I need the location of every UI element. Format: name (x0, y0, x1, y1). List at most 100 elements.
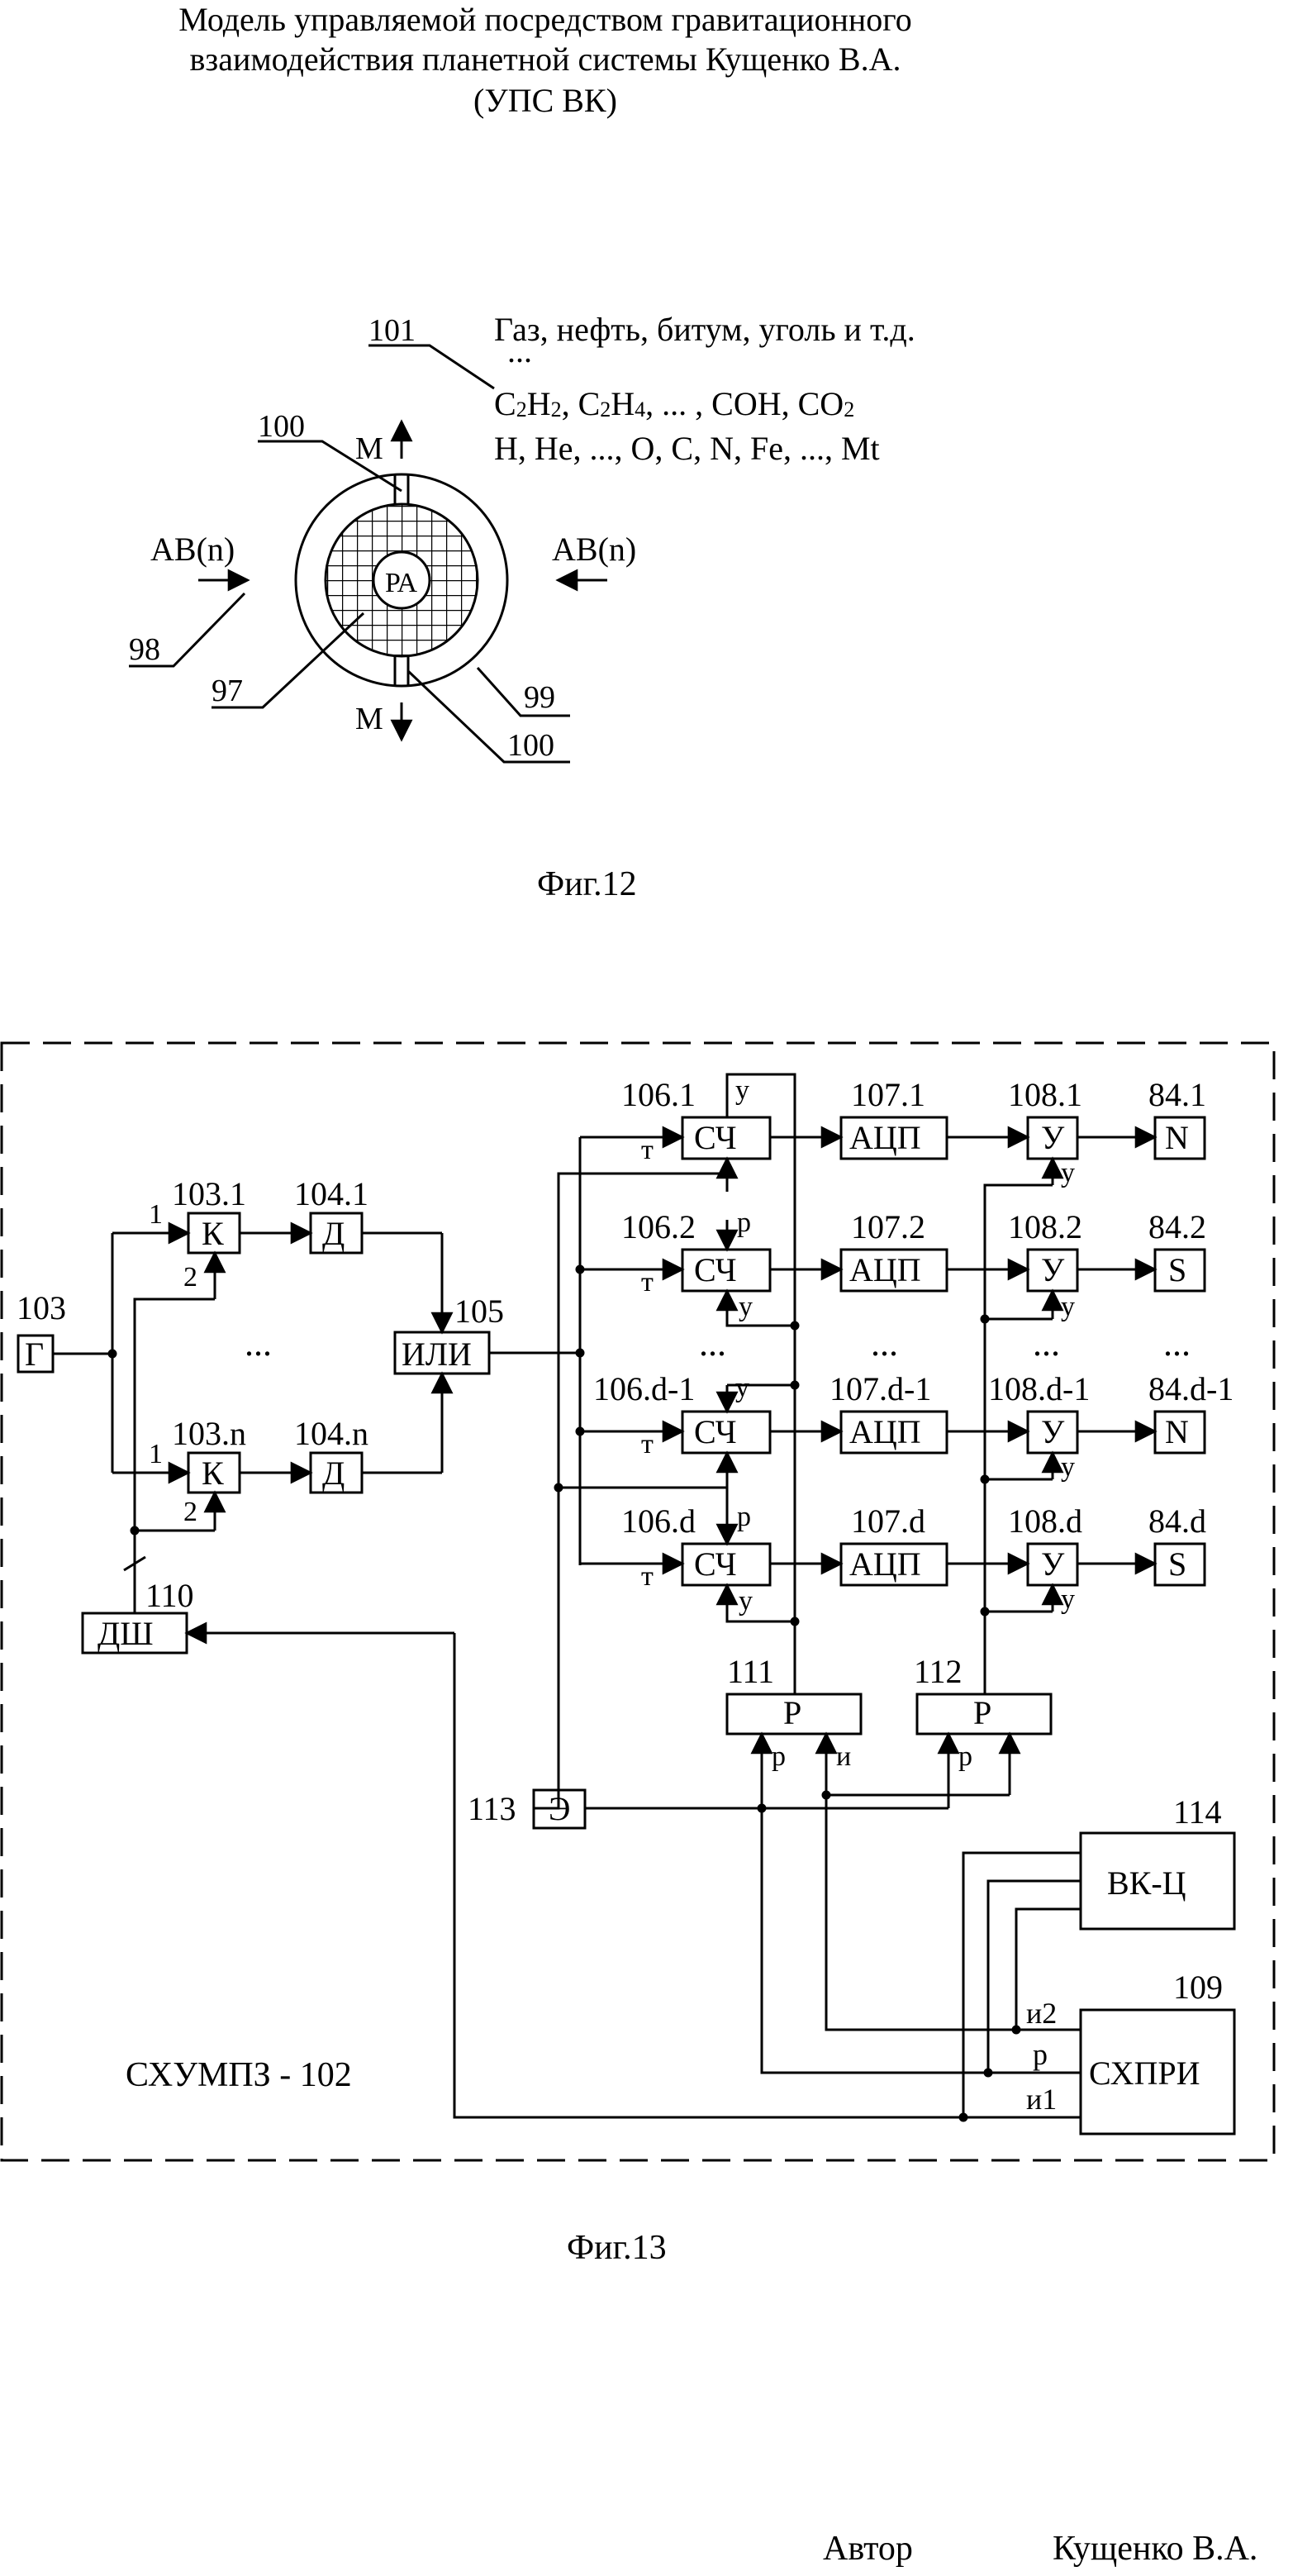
key-n-label: К (202, 1455, 224, 1492)
output-d-1-ref: 84.d-1 (1148, 1370, 1234, 1407)
key-1-label: К (202, 1215, 224, 1252)
output-d-label: S (1168, 1545, 1186, 1583)
register-112-label: Р (973, 1694, 991, 1731)
adc-column-ellipsis: ... (871, 1323, 898, 1364)
counter-d-1-ref: 106.d-1 (593, 1370, 695, 1407)
output-1-ref: 84.1 (1148, 1076, 1206, 1113)
shpri-port-i2: и2 (1026, 1997, 1057, 2030)
author-label: Автор (823, 2530, 913, 2568)
output-d-1-label: N (1165, 1413, 1189, 1450)
counter-d-1-label: СЧ (694, 1413, 737, 1450)
amp-d-1-label: У (1041, 1413, 1065, 1450)
av-label-right: АВ(n) (552, 531, 636, 568)
counter-2-t-port: т (641, 1267, 654, 1298)
av-label-left: АВ(n) (150, 531, 235, 568)
adc-1-ref: 107.1 (851, 1076, 925, 1113)
leader-98 (129, 592, 246, 668)
document-title-line-2: взаимодействия планетной системы Кущенко… (189, 40, 901, 78)
amp-column-ellipsis: ... (1033, 1323, 1060, 1364)
vkc-label: ВК-Ц (1107, 1864, 1186, 1902)
counter-1-top-port: у (735, 1075, 749, 1106)
register-111-port-i: и (836, 1741, 851, 1772)
adc-d-label: АЦП (849, 1545, 921, 1583)
mass-label-top: М (355, 431, 383, 466)
mass-label-bottom: М (355, 702, 383, 736)
divider-1-ref: 104.1 (294, 1175, 368, 1212)
key-n-ref: 103.n (172, 1415, 246, 1452)
leader-100-bottom (406, 669, 570, 764)
element-113-label: Э (549, 1790, 570, 1827)
shpri-label: СХПРИ (1089, 2055, 1200, 2092)
amp-d-1-ref: 108.d-1 (988, 1370, 1090, 1407)
adc-d-ref: 107.d (851, 1502, 925, 1540)
leader-100-top (258, 440, 402, 493)
key-1-ref: 103.1 (172, 1175, 246, 1212)
adc-1-label: АЦП (849, 1119, 921, 1156)
leader-101 (368, 344, 495, 390)
output-2-ref: 84.2 (1148, 1208, 1206, 1245)
element-113-ref: 113 (468, 1790, 516, 1827)
ref-100-bottom: 100 (507, 728, 554, 763)
document-title-line-1: Модель управляемой посредством гравитаци… (178, 1, 912, 38)
counter-d-1-t-port: т (641, 1429, 654, 1459)
amp-1-ref: 108.1 (1008, 1076, 1082, 1113)
counter-2-label: СЧ (694, 1251, 737, 1288)
adc-2-ref: 107.2 (851, 1208, 925, 1245)
amp-d-port: у (1061, 1584, 1075, 1615)
adc-d-1-ref: 107.d-1 (830, 1370, 931, 1407)
adc-2-label: АЦП (849, 1251, 921, 1288)
materials-line-2: C2H2, C2H4, ... , COH, CO2 (494, 385, 854, 422)
generator-label: Г (25, 1336, 44, 1373)
fig12-caption: Фиг.12 (537, 865, 637, 903)
amp-2-ref: 108.2 (1008, 1208, 1082, 1245)
planet-core (372, 550, 431, 610)
materials-ellipsis: ... (507, 332, 532, 369)
leader-97 (212, 612, 365, 709)
core-label: РА (385, 568, 418, 598)
register-112-ref: 112 (914, 1653, 963, 1690)
materials-line-1: Газ, нефть, битум, уголь и т.д. (494, 311, 915, 348)
key-1-input-1: 1 (149, 1199, 163, 1230)
amp-2-port: у (1061, 1292, 1075, 1322)
system-label: СХУМПЗ - 102 (126, 2056, 352, 2094)
materials-line-3: H, He, ..., O, C, N, Fe, ..., Mt (494, 430, 880, 467)
decoder-label: ДШ (97, 1615, 154, 1652)
or-label: ИЛИ (402, 1336, 472, 1373)
key-n-input-2: 2 (183, 1497, 197, 1527)
counter-d-label: СЧ (694, 1545, 737, 1583)
planet-outer-shell (294, 473, 509, 688)
counter-d-bottom-port: у (739, 1586, 753, 1617)
fig12-diagram (129, 344, 607, 764)
register-112-port-p: р (958, 1741, 972, 1772)
ref-99: 99 (524, 680, 555, 715)
key-1-input-2: 2 (183, 1262, 197, 1293)
counter-d-ref: 106.d (621, 1502, 696, 1540)
ref-101: 101 (368, 313, 416, 348)
vkc-ref: 114 (1173, 1793, 1222, 1831)
document-title-line-3: (УПС ВК) (473, 82, 617, 119)
divider-1-label: Д (322, 1215, 345, 1252)
counter-d-top-port: р (737, 1502, 751, 1532)
amp-d-1-port: у (1061, 1452, 1075, 1483)
counter-1-t-port: т (641, 1135, 654, 1165)
system-boundary (0, 1041, 1276, 2162)
counter-1-label: СЧ (694, 1119, 737, 1156)
amp-d-label: У (1041, 1545, 1065, 1583)
counter-2-top-port: р (737, 1207, 751, 1238)
register-111-port-p: р (772, 1741, 786, 1772)
counter-1-ref: 106.1 (621, 1076, 696, 1113)
shpri-port-p: р (1033, 2038, 1048, 2071)
amp-2-label: У (1041, 1251, 1065, 1288)
output-1-label: N (1165, 1119, 1189, 1156)
divider-n-label: Д (322, 1455, 345, 1492)
output-2-label: S (1168, 1251, 1186, 1288)
generator-ref: 103 (17, 1289, 66, 1326)
leader-99 (476, 666, 570, 717)
adc-d-1-label: АЦП (849, 1413, 921, 1450)
counter-d-t-port: т (641, 1561, 654, 1592)
or-ref: 105 (454, 1293, 504, 1330)
ref-97: 97 (212, 674, 243, 708)
decoder-ref: 110 (145, 1577, 194, 1614)
register-111-label: Р (783, 1694, 801, 1731)
